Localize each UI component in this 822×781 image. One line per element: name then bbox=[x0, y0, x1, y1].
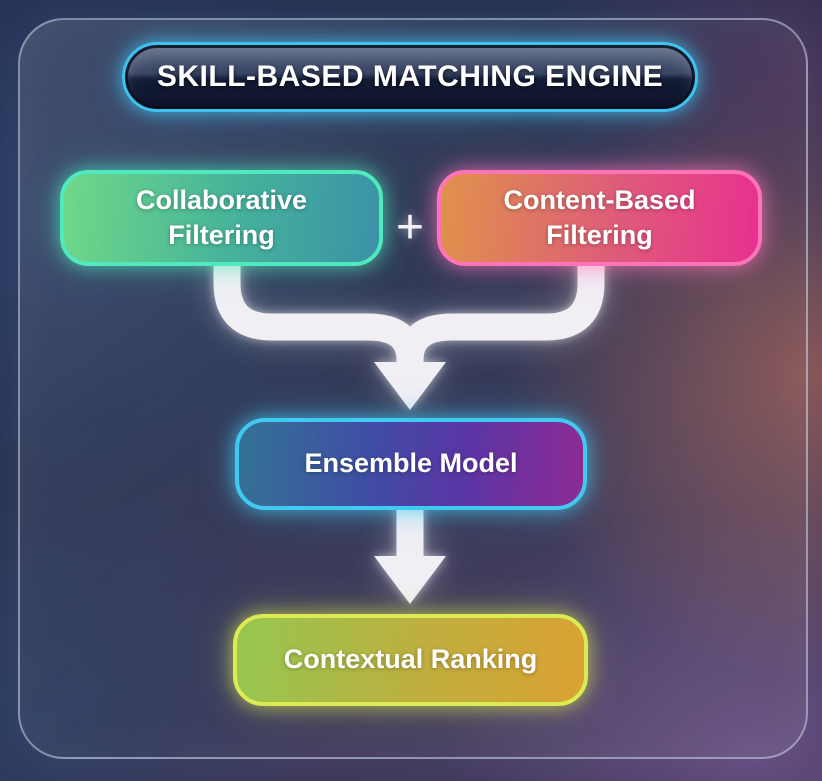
node-collaborative-filtering: Collaborative Filtering bbox=[60, 170, 383, 266]
node-ensemble-model-label: Ensemble Model bbox=[304, 448, 518, 479]
node-content-based-filtering-label: Content-Based Filtering bbox=[503, 184, 696, 250]
node-ensemble-model: Ensemble Model bbox=[235, 418, 587, 510]
node-contextual-ranking-label: Contextual Ranking bbox=[283, 644, 538, 675]
node-content-based-filtering: Content-Based Filtering bbox=[437, 170, 762, 266]
plus-operator: + bbox=[395, 200, 425, 254]
node-collaborative-filtering-label: Collaborative Filtering bbox=[135, 184, 308, 250]
node-contextual-ranking: Contextual Ranking bbox=[233, 614, 588, 706]
diagram-title: SKILL-BASED MATCHING ENGINE bbox=[156, 60, 664, 93]
diagram-title-banner: SKILL-BASED MATCHING ENGINE bbox=[122, 42, 698, 112]
